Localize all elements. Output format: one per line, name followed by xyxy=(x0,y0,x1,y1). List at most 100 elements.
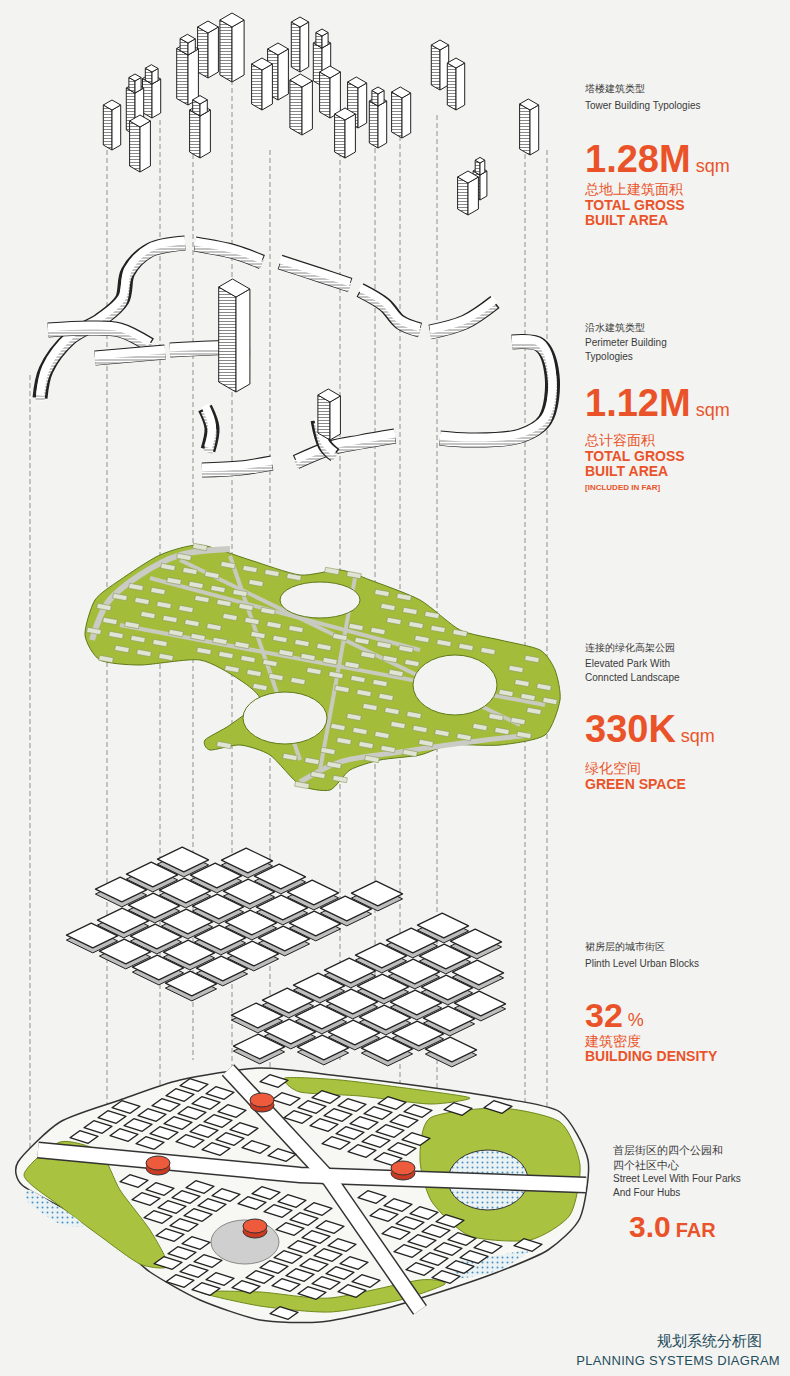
metric-unit: sqm xyxy=(696,157,730,175)
street-block xyxy=(348,1145,376,1158)
street-block xyxy=(202,1143,230,1156)
park-pavilion xyxy=(191,633,206,640)
plinth-block xyxy=(425,1037,476,1067)
park-pavilion xyxy=(223,613,238,620)
prism-face xyxy=(300,22,309,72)
park-pavilion xyxy=(363,703,378,710)
prism-top xyxy=(129,74,141,81)
park-pavilion xyxy=(163,615,178,622)
park-pavilion xyxy=(499,689,514,696)
street-block xyxy=(178,1107,206,1120)
street-block xyxy=(182,1237,210,1250)
park-pavilion xyxy=(473,723,488,730)
park-pavilion xyxy=(357,689,372,696)
layer-name-en: Plinth Level Urban Blocks xyxy=(585,957,699,971)
community-hub xyxy=(243,1219,267,1238)
layer-name-en: Tower Building Typologies xyxy=(585,99,700,113)
park-pavilion xyxy=(375,731,390,738)
prism-face xyxy=(369,101,378,148)
prism-face xyxy=(378,101,387,148)
park-pavilion xyxy=(355,637,370,644)
street-block xyxy=(446,1261,474,1274)
street-block xyxy=(156,1229,184,1242)
street-block xyxy=(112,1101,140,1114)
street-block xyxy=(110,1129,138,1142)
street-block xyxy=(460,1251,488,1264)
perimeter-building xyxy=(440,339,553,442)
park-pavilion xyxy=(269,673,284,680)
street-block xyxy=(168,1247,196,1260)
block-top xyxy=(132,955,183,980)
park-pavilion xyxy=(195,595,210,602)
park-pavilion xyxy=(177,553,192,560)
street-block xyxy=(206,1087,234,1100)
layer-name-en: Elevated Park With Conncted Landscape xyxy=(585,657,700,685)
park-pavilion xyxy=(481,647,496,654)
plinth-block xyxy=(165,971,216,1001)
street-block xyxy=(404,1105,432,1118)
street-block xyxy=(204,1115,232,1128)
park-pavilion xyxy=(205,571,220,578)
hub-top xyxy=(243,1219,267,1233)
street-park xyxy=(284,1078,470,1104)
park-pavilion xyxy=(109,631,124,638)
band-top xyxy=(95,350,165,356)
prism-face xyxy=(431,45,440,90)
park-pavilion xyxy=(375,589,390,596)
park-pavilion xyxy=(305,757,320,764)
park-pavilion xyxy=(221,561,236,568)
park-pavilion xyxy=(359,741,374,748)
tower xyxy=(130,115,151,172)
prism-face xyxy=(112,105,121,150)
street-block xyxy=(264,1205,292,1218)
prism-top xyxy=(320,66,341,78)
block-top xyxy=(297,1035,348,1060)
street-block xyxy=(192,1097,220,1110)
park-opening xyxy=(413,655,497,715)
tower xyxy=(291,17,308,72)
street-block xyxy=(390,1115,418,1128)
street-block xyxy=(384,1199,412,1212)
prism-face xyxy=(198,27,208,78)
street-block xyxy=(216,1133,244,1146)
street-block xyxy=(276,1223,304,1236)
tower xyxy=(220,13,244,82)
park-pavilion xyxy=(87,627,102,634)
metric-unit: % xyxy=(628,1011,644,1029)
street-block xyxy=(176,1135,204,1148)
park-pavilion xyxy=(521,693,536,700)
street-block xyxy=(172,1191,200,1204)
street-block xyxy=(184,1209,212,1222)
prism-face xyxy=(335,114,345,158)
prism-top xyxy=(219,279,250,297)
hub-top xyxy=(146,1156,170,1170)
block-top xyxy=(231,1003,282,1028)
park-pavilion xyxy=(347,571,362,578)
layer-name-cn: 裙房层的城市街区 xyxy=(585,940,665,954)
prism-face xyxy=(262,64,272,110)
park-pavilion xyxy=(137,649,152,656)
metric-name-en: TOTAL GROSS BUILT AREA xyxy=(585,198,710,229)
street-block xyxy=(288,1241,316,1254)
prism-face xyxy=(520,104,530,155)
prism-top xyxy=(447,58,464,68)
prism-top xyxy=(268,43,289,55)
street-block xyxy=(252,1187,280,1200)
park-pavilion xyxy=(425,611,440,618)
street-block xyxy=(300,1259,328,1272)
street-block xyxy=(434,1243,462,1256)
park-pavilion xyxy=(245,617,260,624)
band-outline xyxy=(40,243,185,398)
prism-face xyxy=(152,79,161,118)
prism-face xyxy=(190,110,200,158)
plinth-block xyxy=(233,1034,284,1064)
prism-top xyxy=(348,77,367,88)
tower xyxy=(431,40,448,90)
street-block xyxy=(136,1137,164,1150)
park-pavilion xyxy=(495,727,510,734)
park-pavilion xyxy=(407,711,422,718)
block-top xyxy=(425,1037,476,1062)
guide-line xyxy=(547,150,548,1150)
street-block xyxy=(444,1103,472,1116)
park-pavilion xyxy=(129,583,144,590)
